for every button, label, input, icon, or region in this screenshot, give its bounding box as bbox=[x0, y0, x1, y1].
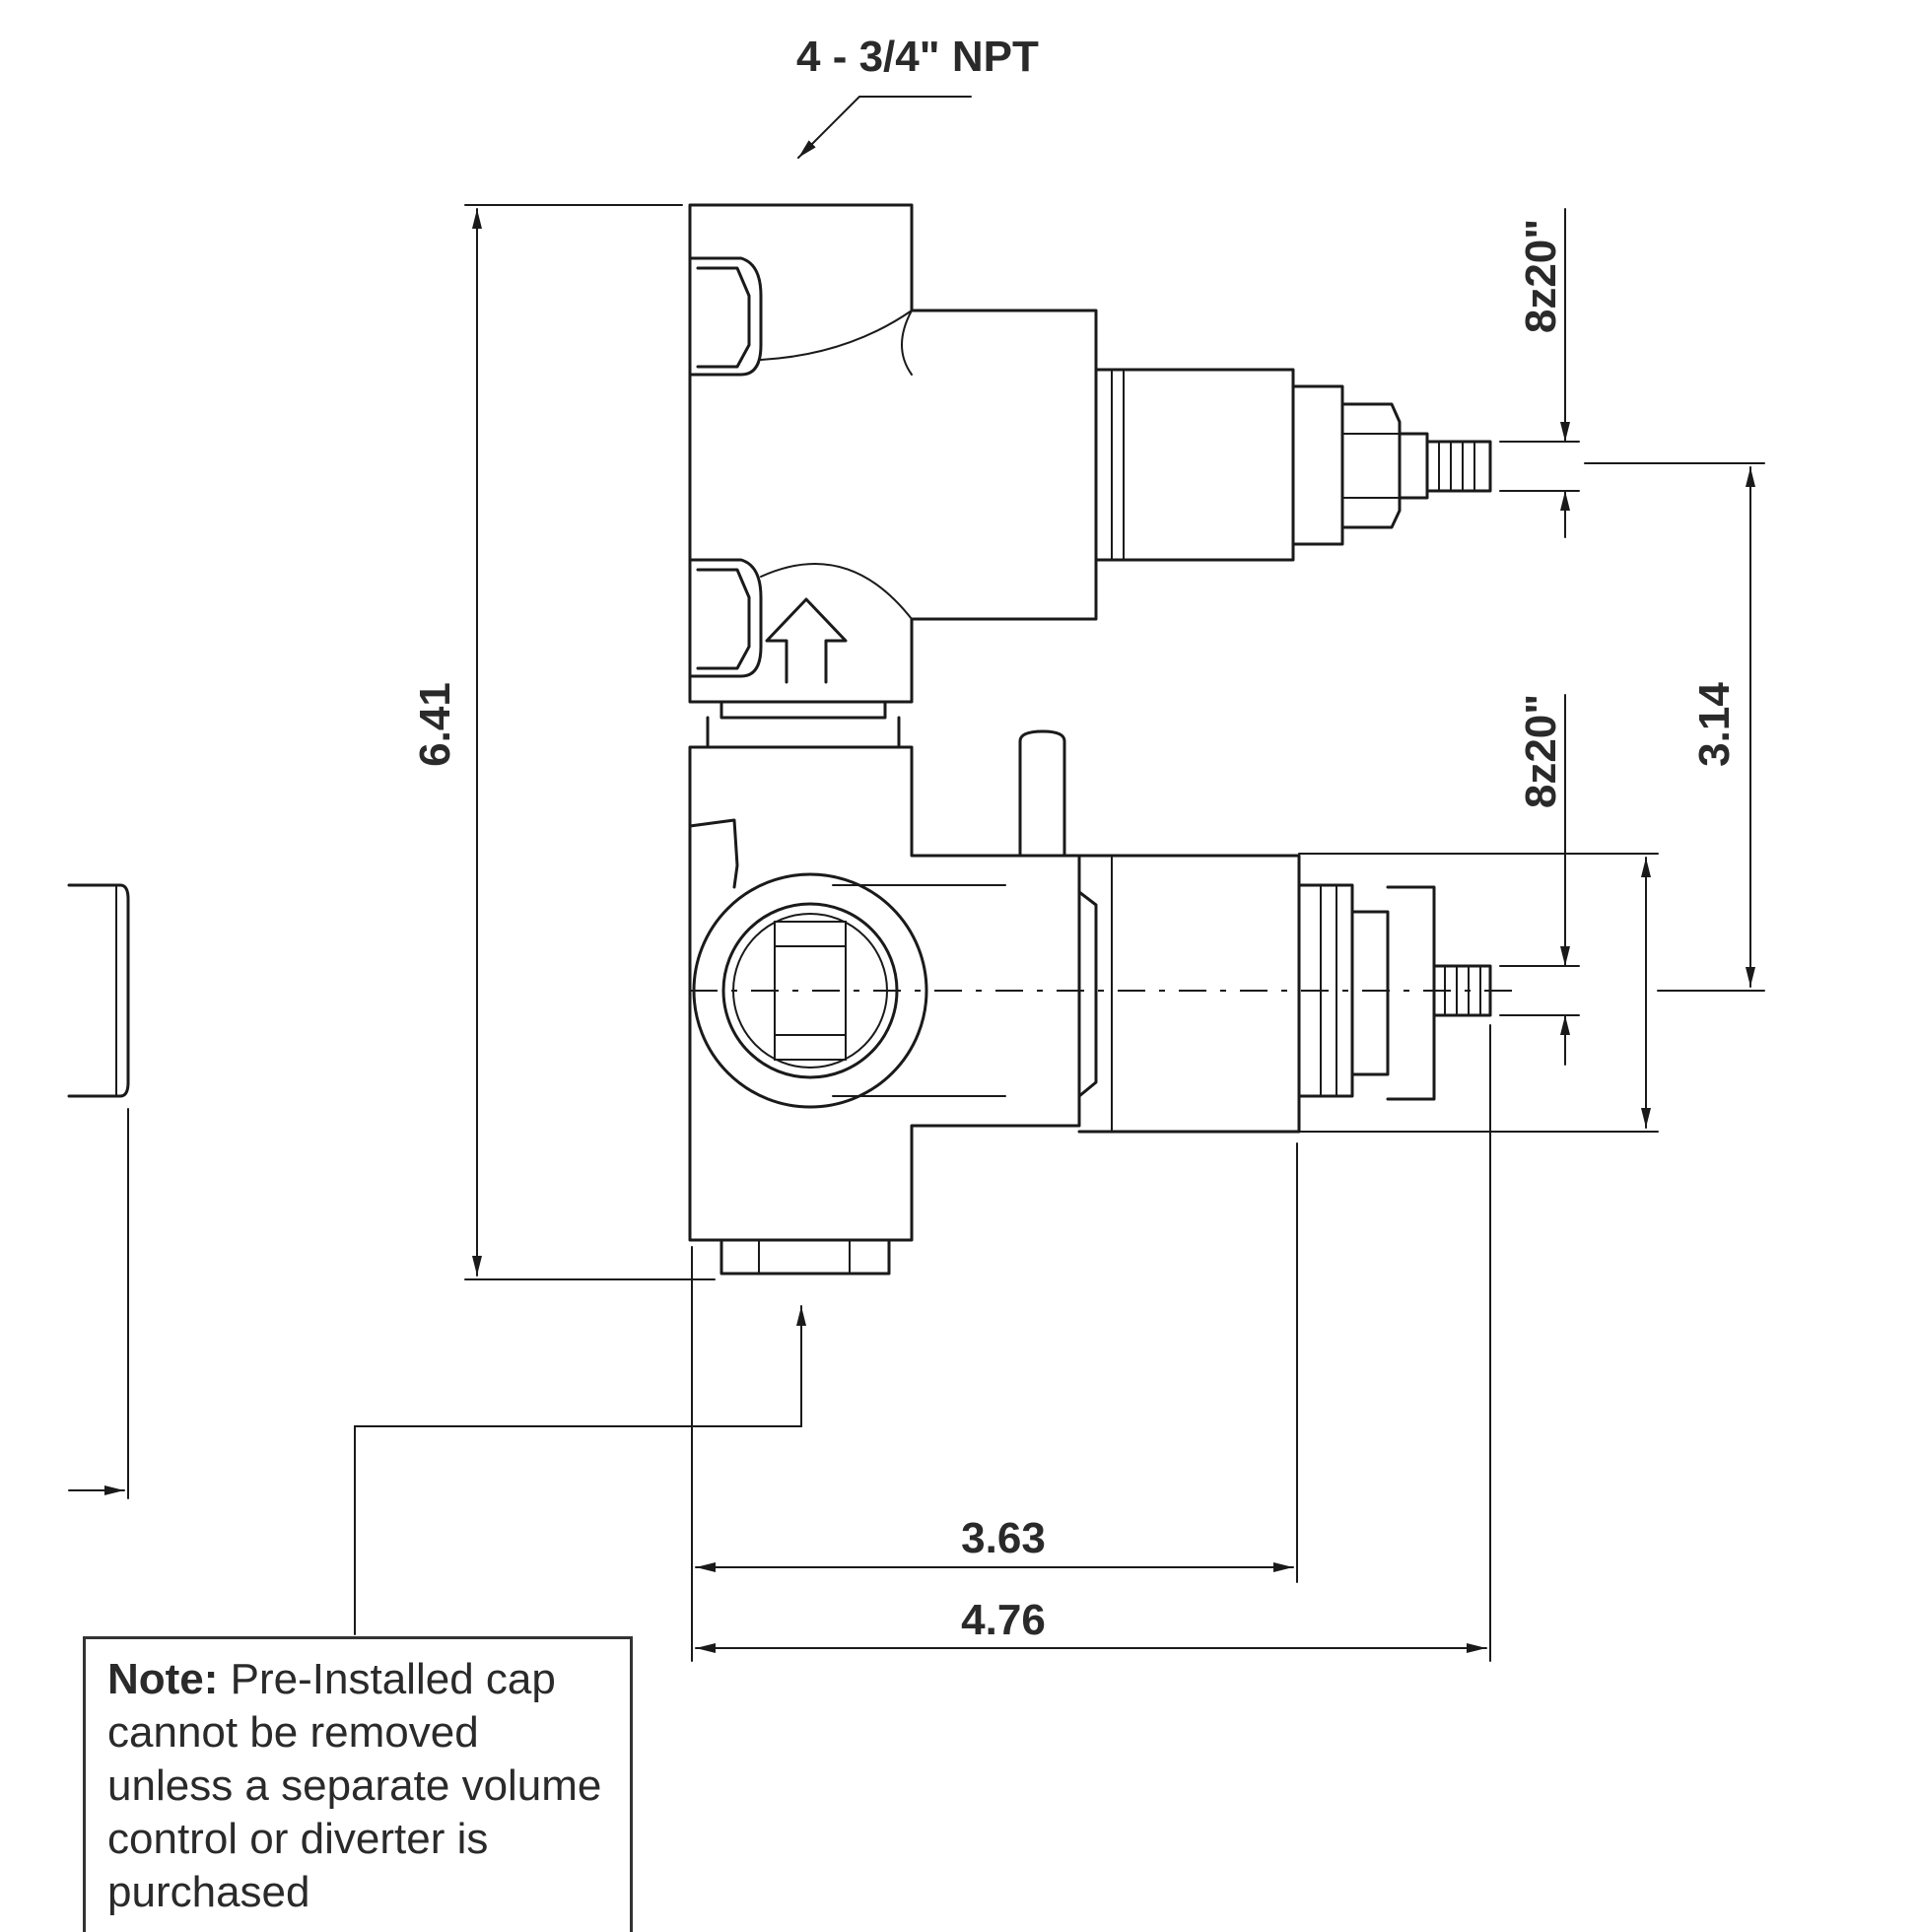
dim-depth-3-63: 3.63 bbox=[961, 1514, 1046, 1562]
note-text: Pre-Installed cap cannot be removed unle… bbox=[107, 1655, 602, 1916]
dim-depth-4-76: 4.76 bbox=[961, 1596, 1046, 1644]
dimension-lines bbox=[67, 96, 1765, 1662]
dim-thread-lower: 8z20" bbox=[1517, 694, 1565, 808]
npt-callout: 4 - 3/4" NPT bbox=[796, 33, 1039, 81]
valve-body bbox=[688, 203, 1523, 1276]
note-box: Note: Pre-Installed cap cannot be remove… bbox=[83, 1636, 633, 1932]
dim-height-6-41: 6.41 bbox=[411, 682, 459, 767]
dim-thread-upper: 8z20" bbox=[1517, 219, 1565, 333]
note-label: Note: bbox=[107, 1655, 219, 1703]
dim-stem-spacing-3-14: 3.14 bbox=[1690, 682, 1739, 767]
